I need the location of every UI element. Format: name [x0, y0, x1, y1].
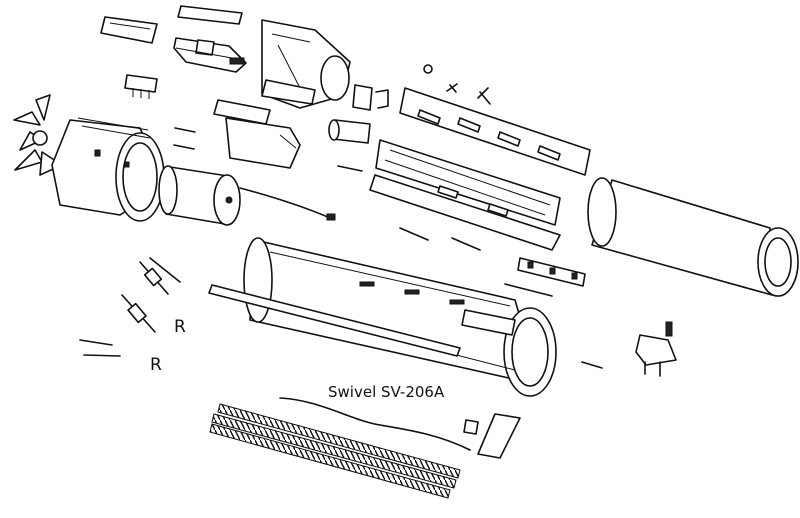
- lower-circuit-plate: [369, 139, 561, 251]
- part-mark-r-lower: R: [150, 355, 162, 375]
- loose-wire: [279, 397, 471, 451]
- outer-tube: [587, 177, 799, 297]
- small-plate: [100, 16, 158, 44]
- rocker-switch: [635, 321, 677, 377]
- diodes: [79, 257, 181, 357]
- small-pins: [337, 165, 481, 251]
- terminal-strip: [517, 257, 586, 287]
- top-strip: [177, 5, 243, 25]
- diagram-title: Swivel SV-206A: [328, 383, 445, 401]
- part-mark-r-upper: R: [174, 317, 186, 337]
- main-casing: [243, 237, 557, 397]
- small-screws: [173, 127, 196, 150]
- capacitor: [328, 119, 371, 144]
- springs: [209, 403, 461, 499]
- small-plates-bottom: [463, 413, 521, 459]
- upper-nozzle: [261, 19, 351, 109]
- fan-blades: [13, 94, 63, 176]
- rod: [504, 283, 553, 297]
- wire-lead: [239, 187, 336, 221]
- long-strip: [208, 284, 461, 357]
- motor: [158, 165, 241, 226]
- screws: [423, 64, 491, 105]
- motor-housing: [51, 117, 166, 222]
- small-pin-right: [581, 361, 603, 369]
- upper-circuit-plate: [399, 87, 591, 176]
- connector-block: [124, 74, 158, 99]
- switch-block: [173, 37, 247, 73]
- bracket: [213, 99, 301, 169]
- small-component: [352, 84, 389, 111]
